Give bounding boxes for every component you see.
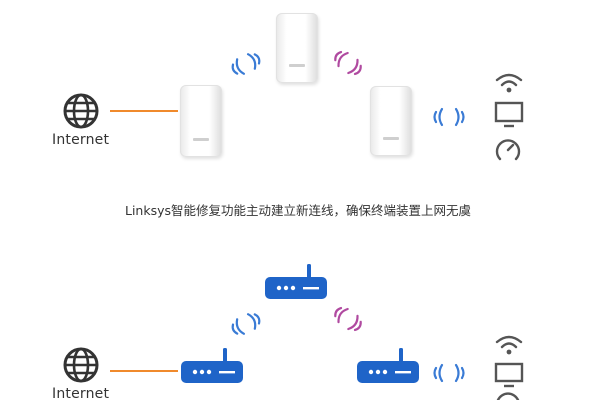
wired-connection-line [110, 110, 178, 112]
internet-label: Internet [52, 132, 110, 148]
router-icon [265, 264, 327, 299]
globe-icon [63, 93, 99, 129]
router-icon [181, 348, 243, 383]
wireless-signal-right-icon [433, 363, 465, 383]
wireless-signal-blue-icon [231, 53, 261, 75]
mesh-node-center [276, 13, 318, 83]
router-icon [357, 348, 419, 383]
mesh-node-left [180, 85, 222, 157]
globe-icon [63, 347, 99, 383]
wireless-signal-pink-icon [334, 306, 362, 332]
wireless-signal-pink-icon [334, 50, 362, 76]
gauge-icon [496, 392, 520, 400]
mesh-node-right [370, 86, 412, 156]
wifi-icon [495, 73, 523, 93]
wired-connection-line [110, 370, 178, 372]
monitor-icon [494, 362, 524, 388]
monitor-icon [494, 101, 524, 128]
caption-text: Linksys智能修复功能主动建立新连线，确保终端装置上网无虞 [124, 203, 472, 218]
wireless-signal-blue-icon [231, 313, 261, 335]
wifi-icon [495, 335, 523, 355]
gauge-icon [495, 139, 521, 161]
wireless-signal-right-icon [433, 107, 465, 127]
internet-label: Internet [52, 386, 110, 402]
